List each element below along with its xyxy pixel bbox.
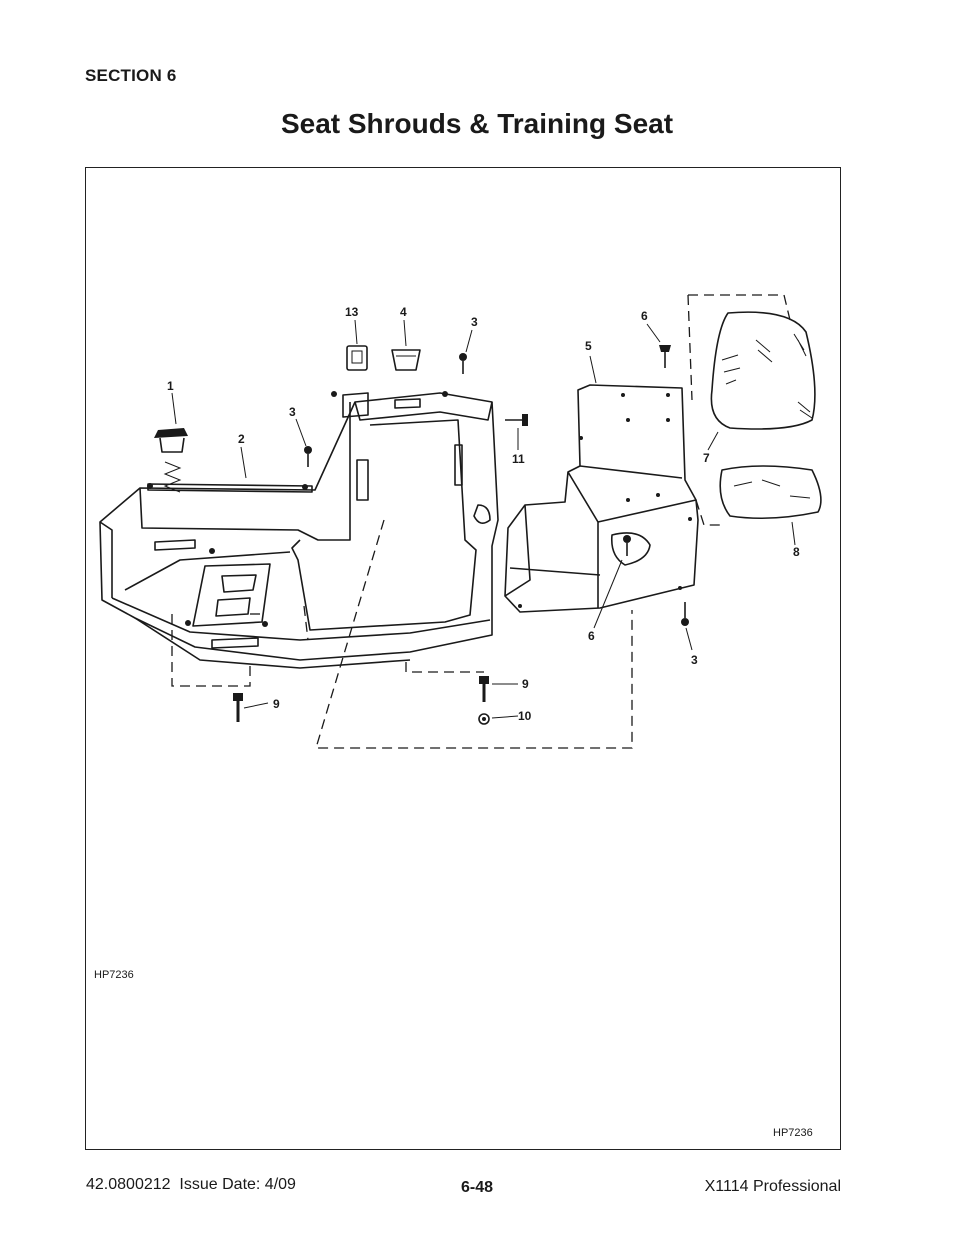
callout-2: 2	[238, 432, 245, 446]
footer-model: X1114 Professional	[704, 1178, 841, 1195]
callout-13: 13	[345, 305, 359, 319]
callout-5: 5	[585, 339, 592, 353]
callout-6-side: 6	[588, 629, 595, 643]
figure-code-bottom: HP7236	[773, 1127, 813, 1139]
callout-3-right: 3	[691, 653, 698, 667]
seat-shroud-left	[99, 391, 499, 669]
part-bolt-6-top	[659, 345, 671, 368]
callout-leaders	[171, 319, 796, 719]
part-switch-13	[346, 345, 368, 371]
training-seat-back	[710, 311, 816, 430]
part-cap-1	[154, 428, 188, 493]
part-screw-3-top	[459, 353, 467, 374]
part-screw-3-left	[304, 446, 312, 467]
figure-code-top: HP7236	[94, 969, 134, 981]
part-screw-3-right	[681, 602, 689, 626]
part-screw-11	[505, 414, 528, 426]
page-title: Seat Shrouds & Training Seat	[280, 108, 674, 139]
footer-part-number: 42.0800212 Issue Date: 4/09	[86, 1176, 296, 1193]
callout-8: 8	[793, 545, 800, 559]
part-bolt-6-side	[623, 535, 631, 556]
callout-9-left: 9	[273, 697, 280, 711]
training-seat-cushion	[719, 465, 822, 520]
callout-numbers: 1 2 3 3 3 4 5 6 6 7 8 9 9 10 11 13	[167, 305, 800, 723]
callout-11: 11	[512, 452, 525, 466]
part-bolt-9-center	[479, 676, 489, 702]
callout-10: 10	[518, 709, 532, 723]
callout-3-top: 3	[471, 315, 478, 329]
seat-base-right	[504, 384, 699, 613]
callout-7: 7	[703, 451, 710, 465]
footer-page-number: 6-48	[460, 1179, 494, 1196]
part-bracket-4	[391, 349, 421, 371]
part-bolt-9-left	[233, 693, 243, 722]
callout-1: 1	[167, 379, 174, 393]
part-nut-10	[478, 713, 490, 725]
callout-6-top: 6	[641, 309, 648, 323]
assembly-dashed-lines	[171, 294, 791, 749]
figure-frame	[85, 167, 841, 1150]
callout-9-center: 9	[522, 677, 529, 691]
callout-4: 4	[400, 305, 407, 319]
section-label: SECTION 6	[85, 66, 177, 85]
callout-3-left: 3	[289, 405, 296, 419]
